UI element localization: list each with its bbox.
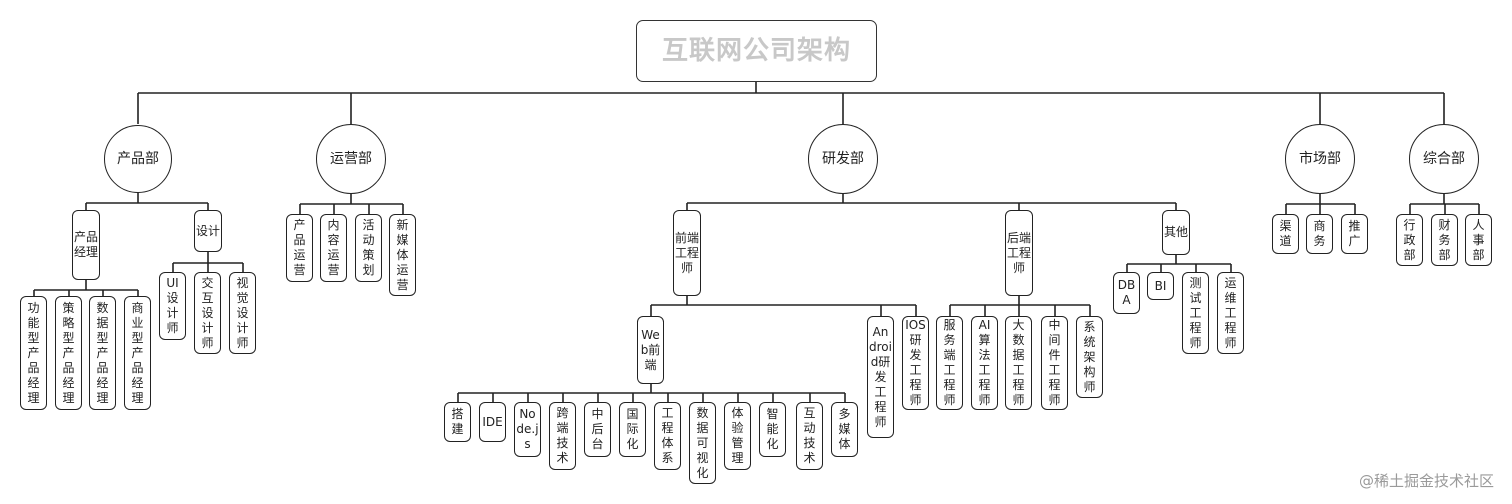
market-child: 推广 xyxy=(1341,214,1368,254)
other-child: BI xyxy=(1147,272,1174,300)
web-child: 智能化 xyxy=(759,402,786,457)
watermark: @稀土掘金技术社区 xyxy=(1358,472,1494,490)
web-child: IDE xyxy=(479,402,506,442)
manager-child: 商业型产品经理 xyxy=(124,296,151,410)
web-frontend-node: Web前端 xyxy=(637,316,664,384)
market-child: 渠道 xyxy=(1272,214,1299,254)
backend-child: 中间件工程师 xyxy=(1041,316,1068,410)
manager-child: 策略型产品经理 xyxy=(55,296,82,410)
other-child: DBA xyxy=(1113,272,1140,314)
web-child: Node.js xyxy=(514,402,541,457)
operations-child: 产品运营 xyxy=(286,214,313,282)
design-child: 交互设计师 xyxy=(194,272,221,354)
general-child: 人事部 xyxy=(1465,214,1492,266)
dept-general: 综合部 xyxy=(1409,124,1479,194)
chart-title: 互联网公司架构 xyxy=(636,20,877,82)
other-child: 测试工程师 xyxy=(1182,272,1209,354)
web-child: 中后台 xyxy=(584,402,611,457)
backend-child: 系统架构师 xyxy=(1076,316,1103,398)
design-child: 视觉设计师 xyxy=(229,272,256,354)
android-node: Android研发工程师 xyxy=(867,316,894,438)
web-child: 数据可视化 xyxy=(689,402,716,484)
dept-product: 产品部 xyxy=(104,125,172,193)
backend-child: 大数据工程师 xyxy=(1005,316,1032,410)
design-child: UI设计师 xyxy=(159,272,186,340)
product-manager-node: 产品经理 xyxy=(72,210,100,280)
market-child: 商务 xyxy=(1306,214,1333,254)
web-child: 国际化 xyxy=(619,402,646,457)
ios-node: IOS研发工程师 xyxy=(902,316,929,410)
dept-rnd: 研发部 xyxy=(808,124,878,194)
web-child: 工程体系 xyxy=(654,402,681,470)
operations-child: 新媒体运营 xyxy=(389,214,416,296)
manager-child: 数据型产品经理 xyxy=(89,296,116,410)
general-child: 行政部 xyxy=(1396,214,1423,266)
operations-child: 活动策划 xyxy=(355,214,382,282)
general-child: 财务部 xyxy=(1431,214,1458,266)
web-child: 体验管理 xyxy=(724,402,751,470)
web-child: 互动技术 xyxy=(796,402,823,470)
web-child: 搭建 xyxy=(444,402,471,442)
backend-node: 后端工程师 xyxy=(1005,210,1033,296)
dept-market: 市场部 xyxy=(1285,124,1355,194)
operations-child: 内容运营 xyxy=(320,214,347,282)
dept-operations: 运营部 xyxy=(316,124,386,194)
other-child: 运维工程师 xyxy=(1217,272,1244,354)
design-node: 设计 xyxy=(194,210,222,252)
backend-child: 服务端工程师 xyxy=(936,316,963,410)
web-child: 跨端技术 xyxy=(549,402,576,470)
web-child: 多媒体 xyxy=(831,402,858,457)
other-node: 其他 xyxy=(1162,210,1190,255)
frontend-node: 前端工程师 xyxy=(673,210,701,296)
backend-child: AI算法工程师 xyxy=(971,316,998,410)
manager-child: 功能型产品经理 xyxy=(20,296,47,410)
